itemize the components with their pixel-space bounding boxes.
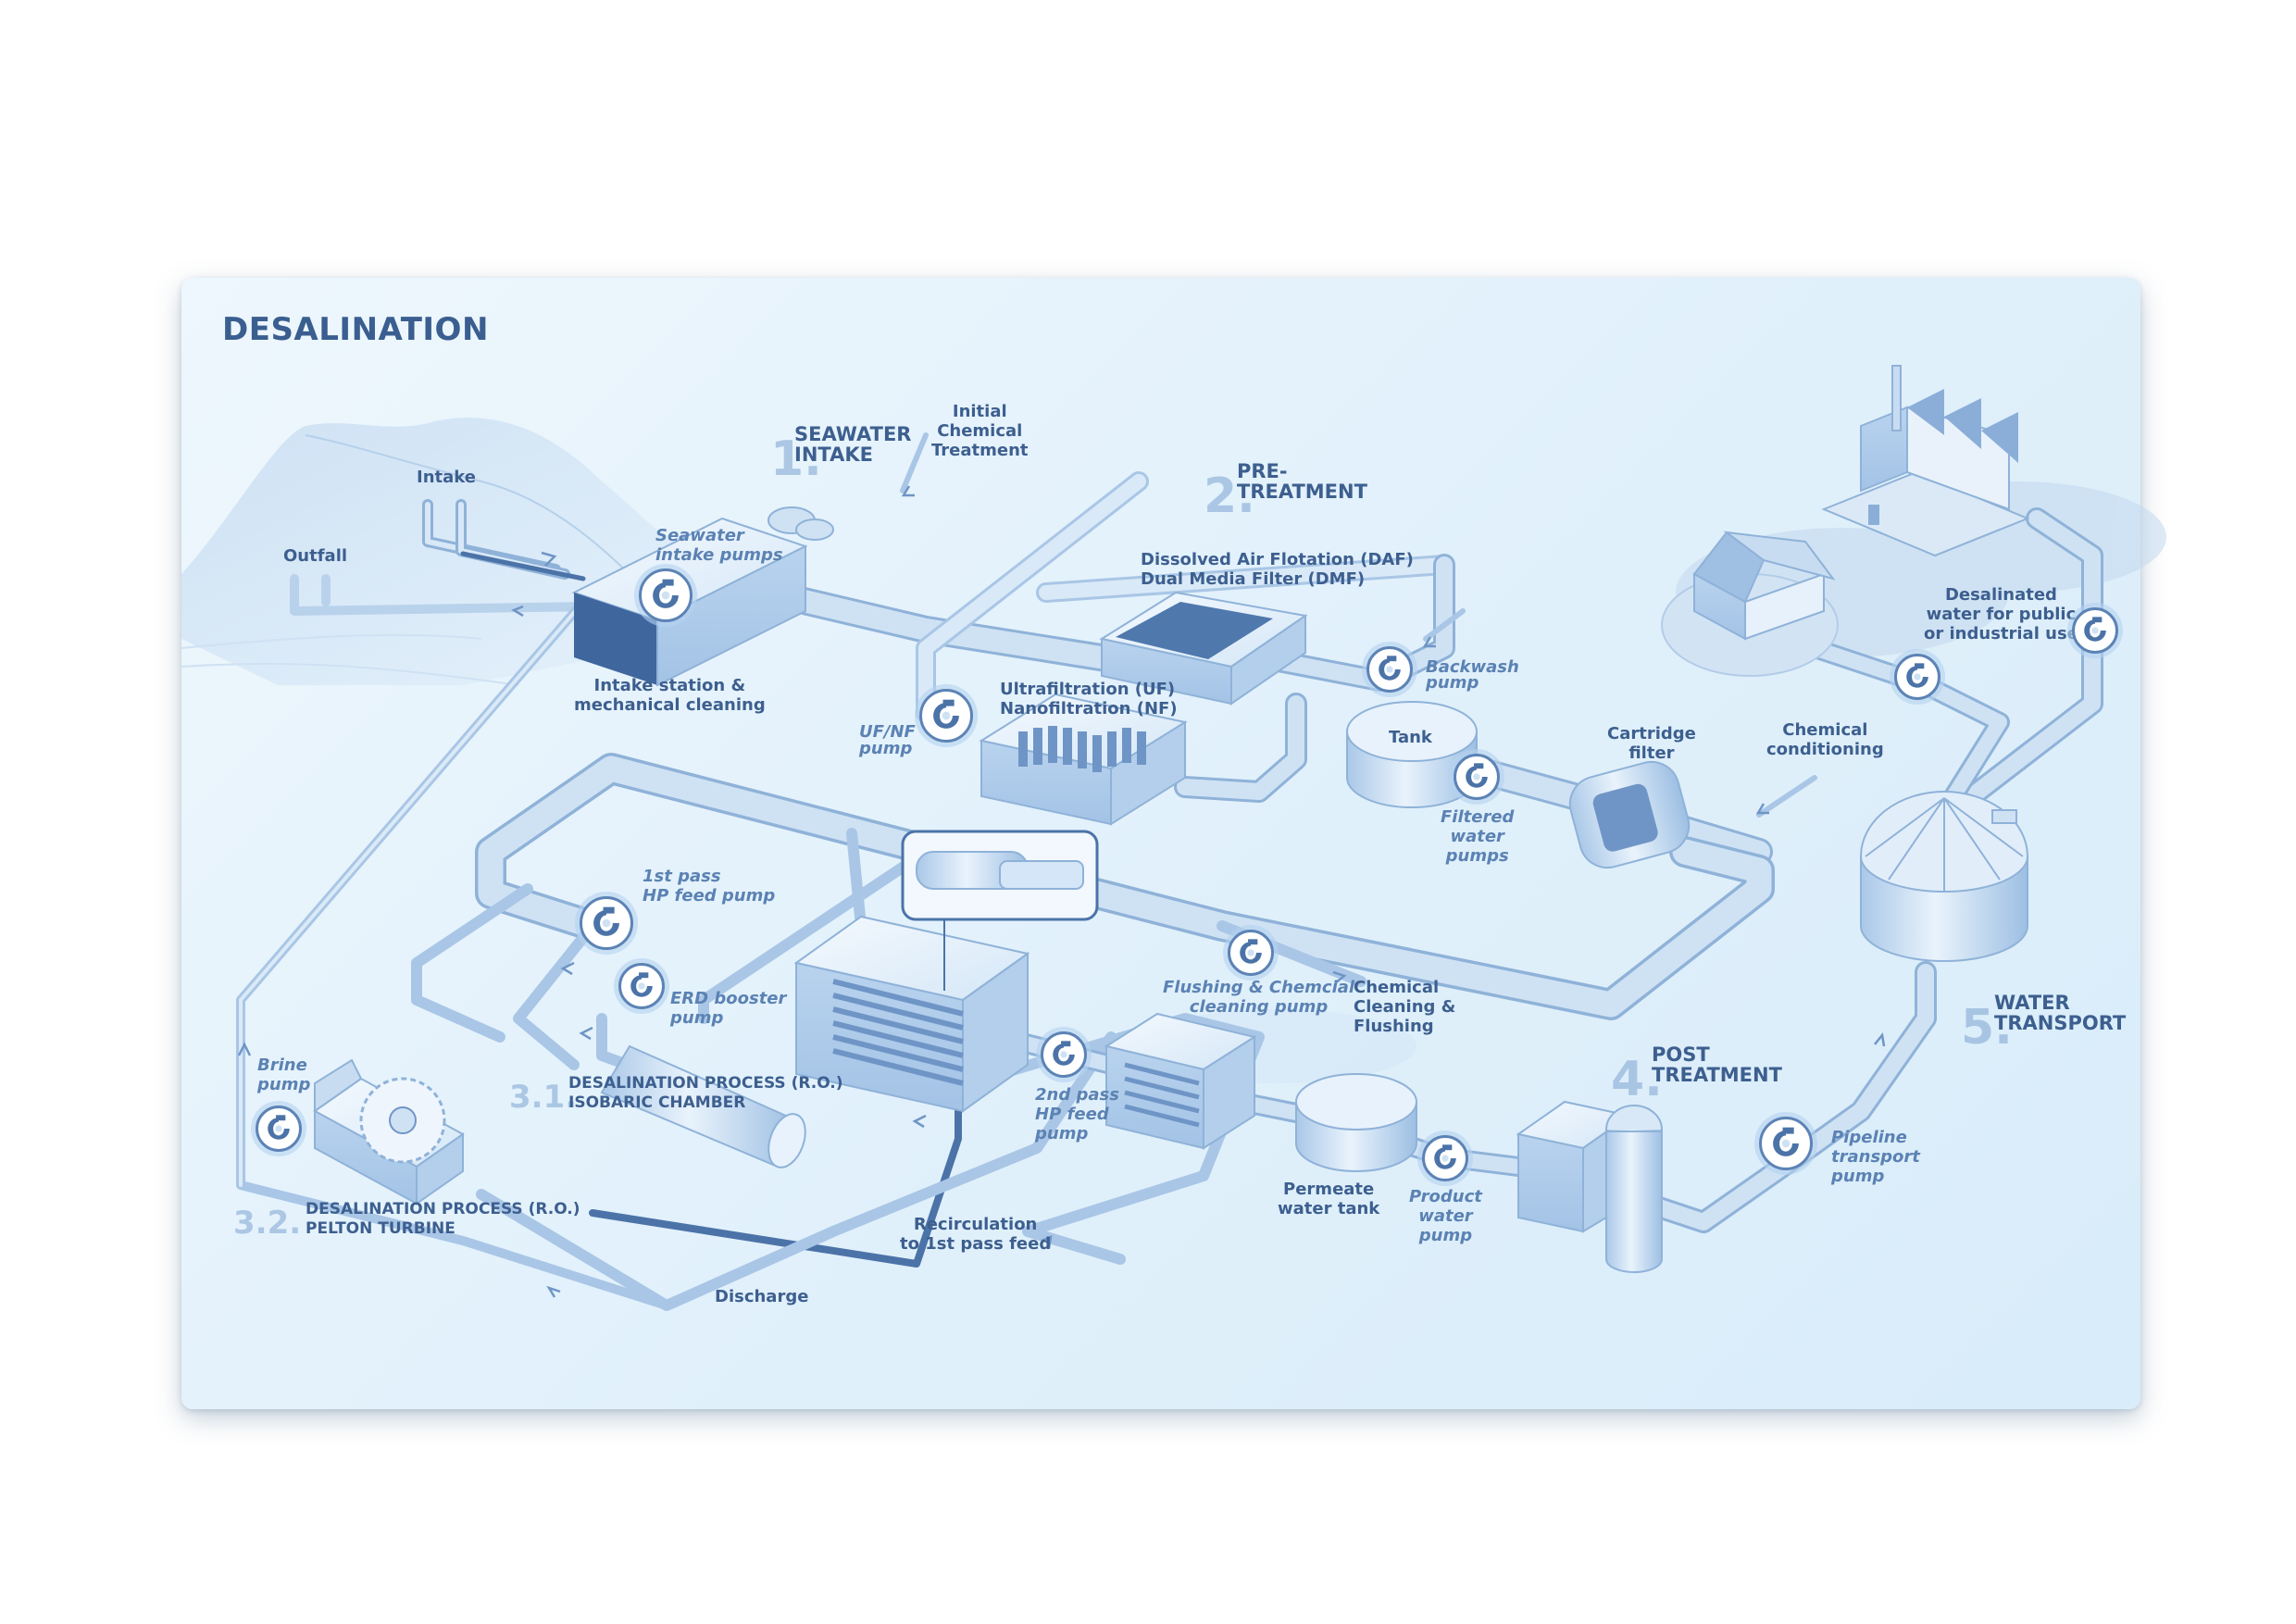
erd-booster-pump-label: ERD booster pump bbox=[670, 989, 787, 1028]
pelton-turbine-icon bbox=[313, 1058, 465, 1206]
filtered-water-pumps-label: Filtered water pumps bbox=[1441, 807, 1515, 866]
discharge-label: Discharge bbox=[715, 1287, 809, 1306]
uf-nf-label: Ultrafiltration (UF) Nanofiltration (NF) bbox=[1000, 680, 1178, 718]
second-pass-hp-feed-pump-icon bbox=[1041, 1031, 1087, 1078]
daf-dmf-unit bbox=[1099, 591, 1308, 706]
initial-chemical-treatment-label: Initial Chemical Treatment bbox=[931, 402, 1029, 460]
permeate-water-tank-label: Permeate water tank bbox=[1278, 1180, 1380, 1218]
filtered-water-pump-icon bbox=[1454, 754, 1500, 800]
industrial-supply-pump-icon bbox=[2072, 607, 2118, 654]
intake-station bbox=[571, 506, 834, 687]
chemical-cleaning-flushing-label: Chemical Cleaning & Flushing bbox=[1354, 978, 1456, 1036]
section-number-1: 1. bbox=[770, 431, 822, 487]
uf-nf-pump-label: UF/NF pump bbox=[859, 722, 916, 758]
section-number-3-1: 3.1. bbox=[509, 1079, 578, 1116]
house-supply-pump-icon bbox=[1894, 654, 1940, 700]
page-title: DESALINATION bbox=[222, 311, 489, 348]
pipes bbox=[236, 432, 2103, 1311]
pipeline-transport-pump-label: Pipeline transport pump bbox=[1831, 1128, 1920, 1186]
intake-station-label: Intake station & mechanical cleaning bbox=[574, 676, 766, 715]
cartridge-filter-label: Cartridge filter bbox=[1607, 724, 1696, 763]
uf-nf-unit bbox=[979, 693, 1188, 826]
tank-label: Tank bbox=[1389, 728, 1432, 747]
section-title-post-treatment: POST TREATMENT bbox=[1652, 1043, 1782, 1086]
desalinated-water-label: Desalinated water for public or industri… bbox=[1924, 585, 2078, 643]
seawater-intake-pumps-label: Seawater intake pumps bbox=[655, 526, 783, 565]
product-water-pump-label: Product water pump bbox=[1409, 1187, 1482, 1245]
section-title-isobaric-chamber: DESALINATION PROCESS (R.O.) ISOBARIC CHA… bbox=[568, 1074, 843, 1112]
outfall-label: Outfall bbox=[283, 546, 348, 566]
cartridge-filter-icon bbox=[1568, 760, 1691, 869]
first-pass-hp-feed-pump-icon bbox=[580, 896, 633, 950]
daf-dmf-label: Dissolved Air Flotation (DAF) Dual Media… bbox=[1141, 550, 1414, 589]
storage-tank-icon bbox=[1860, 791, 2029, 962]
permeate-water-tank bbox=[1295, 1073, 1417, 1172]
flushing-cleaning-pump-label: Flushing & Chemcial cleaning pump bbox=[1163, 978, 1355, 1017]
section-title-seawater-intake: SEAWATER INTAKE bbox=[794, 423, 912, 466]
ro-membrane-icon bbox=[793, 880, 1030, 1113]
section-title-pre-treatment: PRE- TREATMENT bbox=[1237, 460, 1367, 503]
pretreatment-tank bbox=[1346, 701, 1478, 808]
section-number-4: 4. bbox=[1611, 1052, 1663, 1107]
intake-label: Intake bbox=[417, 468, 476, 487]
erd-booster-pump-icon bbox=[618, 963, 665, 1009]
silo-icon bbox=[1605, 1105, 1663, 1273]
recirculation-label: Recirculation to 1st pass feed bbox=[900, 1215, 1052, 1254]
membrane-zoom-callout bbox=[901, 830, 1099, 921]
seawater-intake-pump-icon bbox=[639, 568, 693, 622]
section-number-5: 5. bbox=[1961, 1000, 2013, 1056]
backwash-pump-icon bbox=[1366, 646, 1413, 693]
section-title-water-transport: WATER TRANSPORT bbox=[1994, 992, 2127, 1034]
backwash-pump-label: Backwash pump bbox=[1426, 657, 1519, 693]
section-title-pelton-turbine: DESALINATION PROCESS (R.O.) PELTON TURBI… bbox=[306, 1200, 580, 1238]
product-water-pump-icon bbox=[1422, 1135, 1468, 1181]
second-pass-hp-feed-pump-label: 2nd pass HP feed pump bbox=[1035, 1085, 1119, 1143]
isobaric-chamber bbox=[600, 1044, 806, 1168]
first-pass-hp-feed-pump-label: 1st pass HP feed pump bbox=[643, 867, 776, 906]
factory-icon bbox=[1821, 365, 2030, 557]
second-pass-membrane bbox=[1104, 1012, 1257, 1150]
section-number-2: 2. bbox=[1204, 468, 1255, 524]
section-number-3-2: 3.2. bbox=[233, 1205, 302, 1242]
house-icon bbox=[1661, 531, 1839, 677]
uf-nf-pump-icon bbox=[919, 689, 973, 743]
chemical-conditioning-label: Chemical conditioning bbox=[1766, 720, 1884, 759]
flushing-cleaning-pump-icon bbox=[1228, 930, 1274, 976]
arrow-icon bbox=[237, 485, 1886, 1298]
brine-pump-label: Brine pump bbox=[257, 1056, 311, 1094]
brine-pump-icon bbox=[256, 1106, 302, 1152]
pipeline-transport-pump-icon bbox=[1759, 1117, 1813, 1170]
